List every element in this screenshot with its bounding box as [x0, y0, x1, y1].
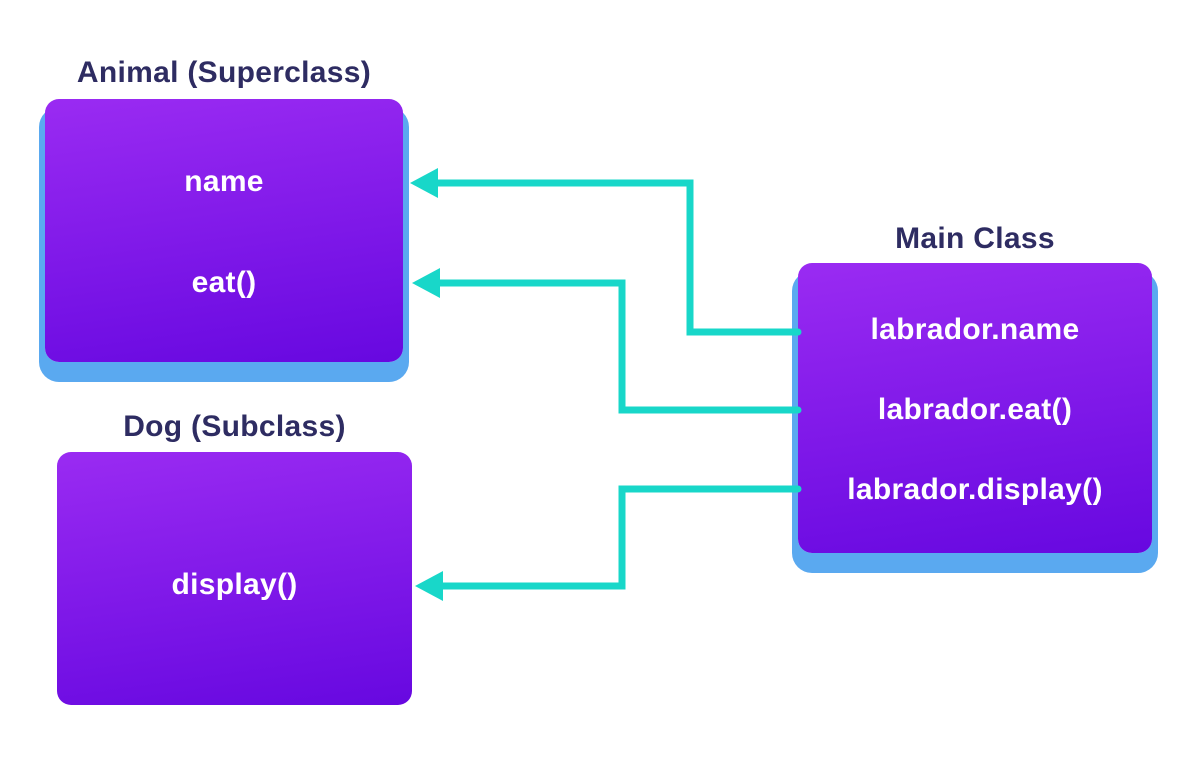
arrowhead-icon — [415, 571, 443, 601]
main-class-box: labrador.name labrador.eat() labrador.di… — [798, 263, 1152, 553]
arrow-labrador-eat-to-animal-eat — [412, 268, 802, 414]
arrowhead-icon — [410, 168, 438, 198]
main-class-title: Main Class — [895, 222, 1055, 255]
dog-subclass-title: Dog (Subclass) — [123, 410, 346, 443]
arrow-labrador-name-to-animal-name — [410, 168, 802, 336]
main-statement-labrador-eat: labrador.eat() — [877, 393, 1073, 426]
animal-superclass-box: name eat() — [45, 99, 403, 362]
dog-member-display: display() — [171, 568, 298, 601]
arrow-labrador-display-to-dog-display — [415, 485, 802, 601]
animal-member-eat: eat() — [191, 266, 257, 299]
arrowhead-icon — [412, 268, 440, 298]
dog-subclass-box: display() — [57, 452, 412, 705]
animal-member-name: name — [184, 165, 264, 198]
animal-superclass-title: Animal (Superclass) — [76, 56, 372, 89]
main-statement-labrador-name: labrador.name — [870, 313, 1080, 346]
main-statement-labrador-display: labrador.display() — [847, 473, 1103, 506]
